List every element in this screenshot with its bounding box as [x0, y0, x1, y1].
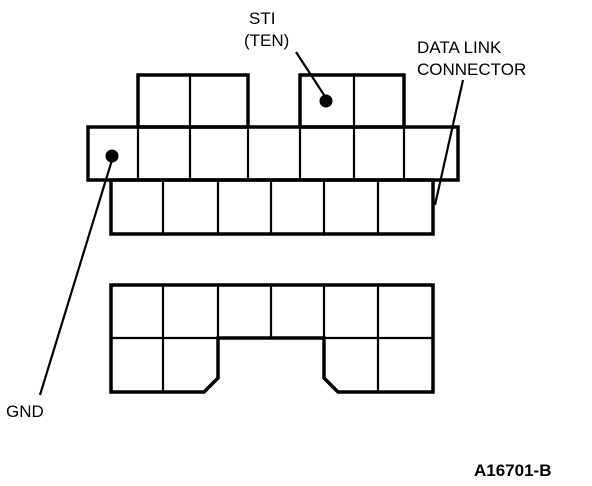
- dlc-label-line2: CONNECTOR: [417, 60, 526, 79]
- gnd-leader-line: [38, 159, 114, 396]
- dlc-label-line1: DATA LINK: [417, 38, 502, 57]
- ten-label: (TEN): [244, 31, 289, 50]
- connector-middle-row: [86, 125, 460, 182]
- gnd-pin-dot: [105, 149, 119, 163]
- data-link-connector: [86, 73, 460, 236]
- lower-connector-outline: [109, 283, 435, 394]
- connector-top-left-block: [136, 73, 250, 129]
- sti-leader-line: [295, 51, 327, 99]
- gnd-label: GND: [6, 402, 44, 421]
- sti-label: STI: [249, 9, 275, 28]
- sti-pin-dot: [319, 94, 333, 108]
- lower-connector: [109, 283, 435, 394]
- figure-id: A16701-B: [474, 461, 552, 480]
- dlc-leader-line: [433, 79, 465, 206]
